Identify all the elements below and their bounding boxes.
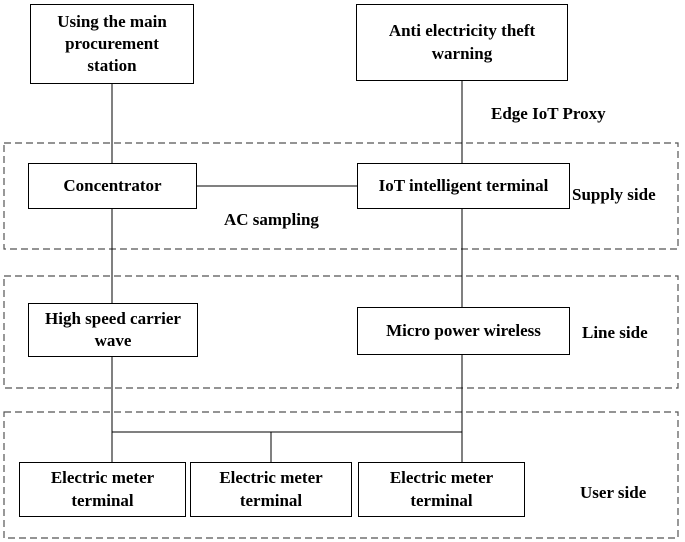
- edge-iot-proxy-label: Edge IoT Proxy: [491, 104, 606, 123]
- meter-terminal-box-2: Electric meter terminal: [190, 462, 352, 517]
- supply-side-label: Supply side: [572, 185, 656, 204]
- iot-intelligent-terminal-box: IoT intelligent terminal: [357, 163, 570, 209]
- meter-terminal-box-1: Electric meter terminal: [19, 462, 186, 517]
- line-side-region: [3, 275, 679, 389]
- micro-power-wireless-box: Micro power wireless: [357, 307, 570, 355]
- anti-theft-warning-box: Anti electricity theft warning: [356, 4, 568, 81]
- concentrator-box: Concentrator: [28, 163, 197, 209]
- meter-terminal-box-3: Electric meter terminal: [358, 462, 525, 517]
- ac-sampling-label: AC sampling: [224, 210, 319, 229]
- main-station-box: Using the main procurement station: [30, 4, 194, 84]
- high-speed-carrier-box: High speed carrier wave: [28, 303, 198, 357]
- user-side-label: User side: [580, 483, 647, 502]
- user-side-region: [3, 411, 679, 539]
- supply-side-region: [3, 142, 679, 250]
- line-side-label: Line side: [582, 323, 648, 342]
